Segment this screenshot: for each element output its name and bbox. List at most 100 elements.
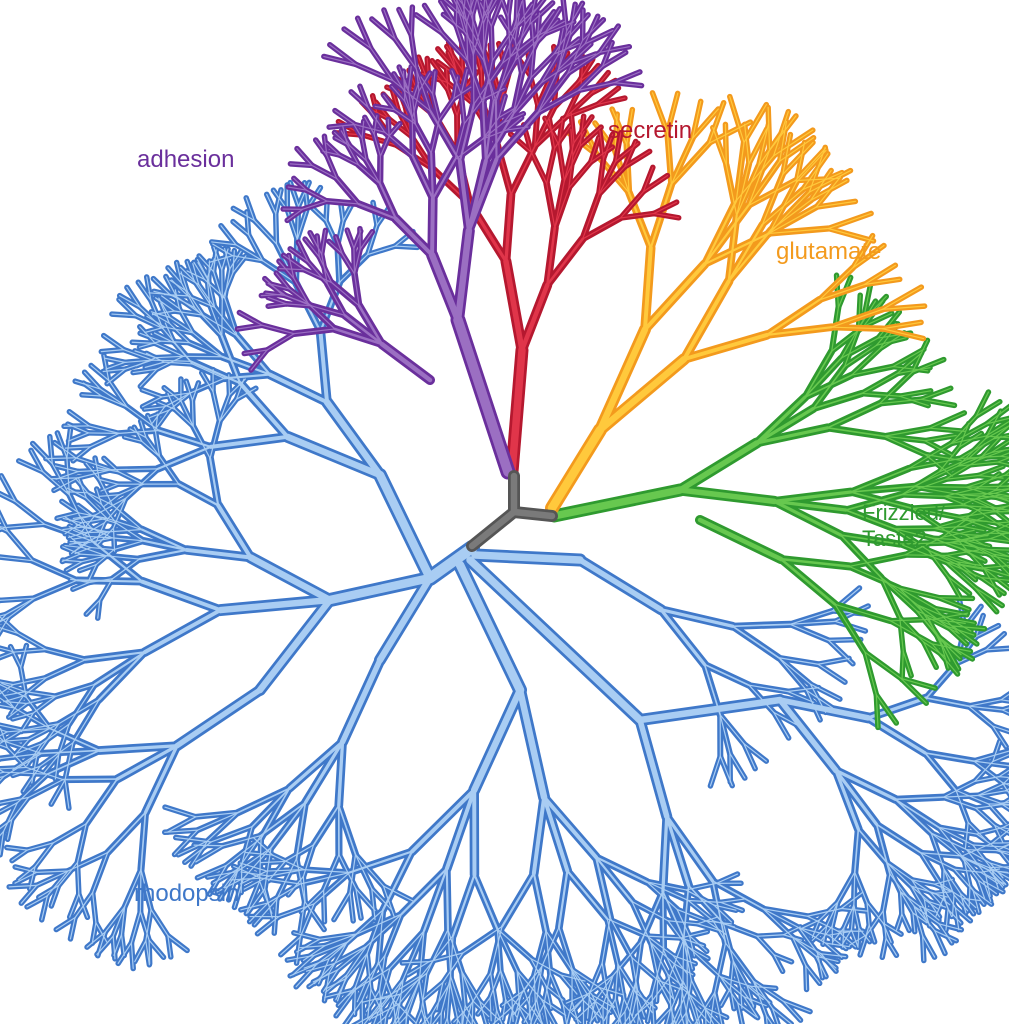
branch-fill (566, 2, 584, 32)
branch-fill (992, 504, 1009, 513)
branch-fill (84, 651, 146, 661)
branch-fill (20, 712, 34, 733)
branch-fill (485, 0, 490, 15)
branch-fill (904, 536, 944, 556)
branch-fill (39, 742, 74, 767)
branch-fill (394, 109, 417, 125)
branch-fill (818, 283, 865, 301)
branch-fill (493, 1009, 498, 1024)
branch-fill (948, 617, 975, 624)
branch-fill (619, 212, 655, 219)
branch-fill (78, 893, 89, 918)
branch-fill (134, 315, 164, 330)
branch-fill (482, 0, 493, 18)
branch-fill (570, 968, 601, 989)
branch-fill (217, 596, 334, 614)
branch-fill (577, 65, 604, 92)
branch-fill (967, 442, 986, 460)
branch-fill (20, 884, 38, 904)
branch-fill (106, 811, 147, 854)
branch-fill (81, 526, 109, 533)
branch-fill (528, 2, 554, 26)
branch-fill (367, 106, 386, 133)
branch-fill (782, 141, 814, 175)
branch-fill (301, 200, 328, 210)
branch-fill (81, 555, 107, 563)
branch-fill (918, 905, 936, 913)
branch-fill (0, 724, 23, 731)
branch-fill (72, 515, 93, 520)
branch-fill (92, 892, 97, 924)
branch-fill (0, 613, 7, 623)
branch-fill (571, 1000, 580, 1024)
branch-fill (50, 884, 60, 907)
branch-fill (302, 945, 326, 961)
branch-fill (530, 53, 555, 79)
branch-fill (285, 294, 312, 307)
branch-fill (445, 867, 450, 931)
branch-fill (929, 427, 966, 432)
branch-fill (557, 869, 569, 929)
branch-fill (74, 380, 101, 390)
branch-fill (943, 868, 955, 896)
branch-fill (147, 414, 157, 433)
branch-fill (677, 487, 778, 505)
branch-fill (6, 846, 28, 851)
branch-fill (120, 906, 126, 936)
branch-fill (373, 133, 382, 157)
branch-fill (466, 556, 644, 724)
branch-fill (87, 563, 97, 582)
branch-fill (66, 487, 87, 499)
branch-fill (349, 892, 354, 922)
branch-fill (962, 507, 982, 521)
branch-fill (84, 371, 101, 390)
branch-fill (484, 100, 495, 162)
branch-fill (864, 924, 870, 941)
branch-fill (354, 853, 373, 890)
branch-fill (634, 982, 640, 1017)
branch-fill (772, 490, 853, 504)
branch-fill (524, 0, 545, 25)
branch-fill (444, 1017, 448, 1024)
branch-fill (236, 378, 245, 400)
branch-fill (51, 463, 71, 496)
branch-fill (651, 92, 669, 134)
branch-fill (512, 82, 542, 116)
branch-fill (295, 936, 301, 964)
branch-fill (735, 141, 745, 202)
branch-fill (56, 512, 80, 519)
branch-fill (441, 32, 469, 62)
branch-fill (102, 368, 126, 373)
branch-fill (945, 561, 983, 579)
branch-fill (232, 250, 235, 274)
branch-fill (711, 880, 764, 910)
branch-fill (537, 72, 569, 114)
branch-fill (966, 849, 998, 852)
branch-fill (275, 212, 278, 245)
branch-fill (77, 469, 112, 473)
branch-fill (388, 993, 401, 1018)
branch-fill (322, 150, 340, 156)
branch-fill (545, 930, 551, 975)
branch-fill (74, 546, 92, 555)
branch-fill (423, 1015, 426, 1024)
branch-fill (75, 579, 144, 583)
branch-fill (222, 834, 262, 847)
branch-fill (843, 344, 878, 368)
branch-fill (328, 941, 348, 974)
branch-fill (508, 1005, 514, 1024)
branch-fill (239, 862, 268, 872)
branch-fill (130, 911, 141, 944)
branch-fill (454, 227, 473, 324)
branch-fill (190, 840, 209, 867)
branch-fill (17, 632, 47, 651)
branch-fill (614, 1010, 626, 1024)
branch-fill (844, 493, 903, 511)
branch-fill (295, 801, 307, 860)
label-adhesion: adhesion (137, 146, 235, 173)
branch-fill (927, 616, 943, 648)
branch-fill (761, 188, 804, 226)
branch-fill (883, 435, 926, 442)
branch-fill (866, 902, 884, 924)
